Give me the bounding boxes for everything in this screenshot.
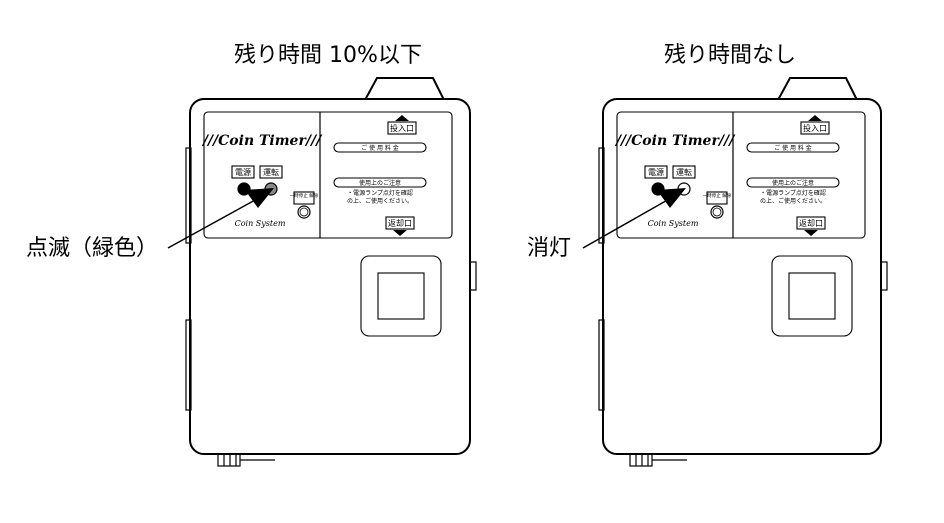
notice-box	[746, 177, 840, 188]
return-box	[385, 216, 415, 230]
stop-label-box	[293, 191, 315, 205]
system-label: Coin System	[648, 219, 699, 228]
top-cap	[776, 77, 859, 101]
device-left: 残り時間 10%以下 ///Coin Timer/// 電源 運転 一時	[26, 43, 477, 467]
fee-box	[333, 142, 427, 153]
coin-window	[377, 272, 425, 320]
hinge-top	[598, 147, 605, 244]
foot-left	[217, 453, 241, 467]
caption-right: 残り時間なし	[664, 43, 796, 68]
power-label-box	[231, 165, 255, 179]
notice-line2: の上、ご使用ください。	[760, 197, 826, 205]
callout-line-right	[582, 193, 679, 249]
return-arrow	[804, 230, 818, 236]
brand-logo: ///Coin Timer///	[201, 133, 323, 149]
return-label: 返却口	[799, 218, 823, 228]
hinge-bottom	[598, 319, 605, 411]
coin-in-box	[387, 121, 417, 135]
stop-label: 一時停止 解除	[703, 192, 732, 199]
callout-arrowhead-right	[657, 188, 686, 208]
run-label-box	[672, 165, 696, 179]
stop-label: 一時停止 解除	[290, 192, 319, 199]
callout-arrowhead-left	[245, 188, 274, 208]
coin-in-label: 投入口	[803, 123, 827, 133]
device-right: 残り時間なし ///Coin Timer/// 電源 運転 一時停止 解除 Co…	[527, 43, 888, 467]
fee-label: ご 使 用 料 金	[361, 144, 399, 152]
side-knob	[469, 261, 477, 291]
system-label: Coin System	[235, 219, 286, 228]
coin-in-arrow	[395, 115, 409, 121]
return-label: 返却口	[388, 218, 412, 228]
run-label-box	[259, 165, 283, 179]
notice-title: 使用上のご注意	[359, 179, 401, 187]
notice-line1: ・電源ランプ点灯を確認	[347, 189, 413, 197]
caption-left: 残り時間 10%以下	[234, 43, 422, 68]
coin-in-label: 投入口	[390, 123, 414, 133]
notice-box	[333, 177, 427, 188]
fee-label: ご 使 用 料 金	[774, 144, 812, 152]
coin-in-box	[800, 121, 830, 135]
brand-logo: ///Coin Timer///	[614, 133, 736, 149]
power-label-box	[644, 165, 668, 179]
callout-right: 消灯	[527, 236, 571, 261]
callout-left: 点滅（緑色）	[26, 236, 158, 261]
notice-line2: の上、ご使用ください。	[347, 197, 413, 205]
return-box	[796, 216, 826, 230]
return-arrow	[393, 230, 407, 236]
coin-in-arrow	[808, 115, 822, 121]
fee-box	[746, 142, 840, 153]
run-label: 運転	[676, 168, 692, 177]
foot-left	[629, 453, 653, 467]
run-label: 運転	[263, 168, 279, 177]
power-label: 電源	[648, 168, 664, 177]
notice-title: 使用上のご注意	[772, 179, 814, 187]
hinge-top	[185, 147, 192, 244]
stop-label-box	[706, 191, 728, 205]
notice-line1: ・電源ランプ点灯を確認	[760, 189, 826, 197]
side-knob	[880, 261, 888, 291]
top-cap	[363, 77, 446, 101]
hinge-bottom	[185, 319, 192, 411]
coin-window	[788, 272, 836, 320]
power-label: 電源	[235, 168, 251, 177]
callout-line-left	[167, 193, 267, 249]
